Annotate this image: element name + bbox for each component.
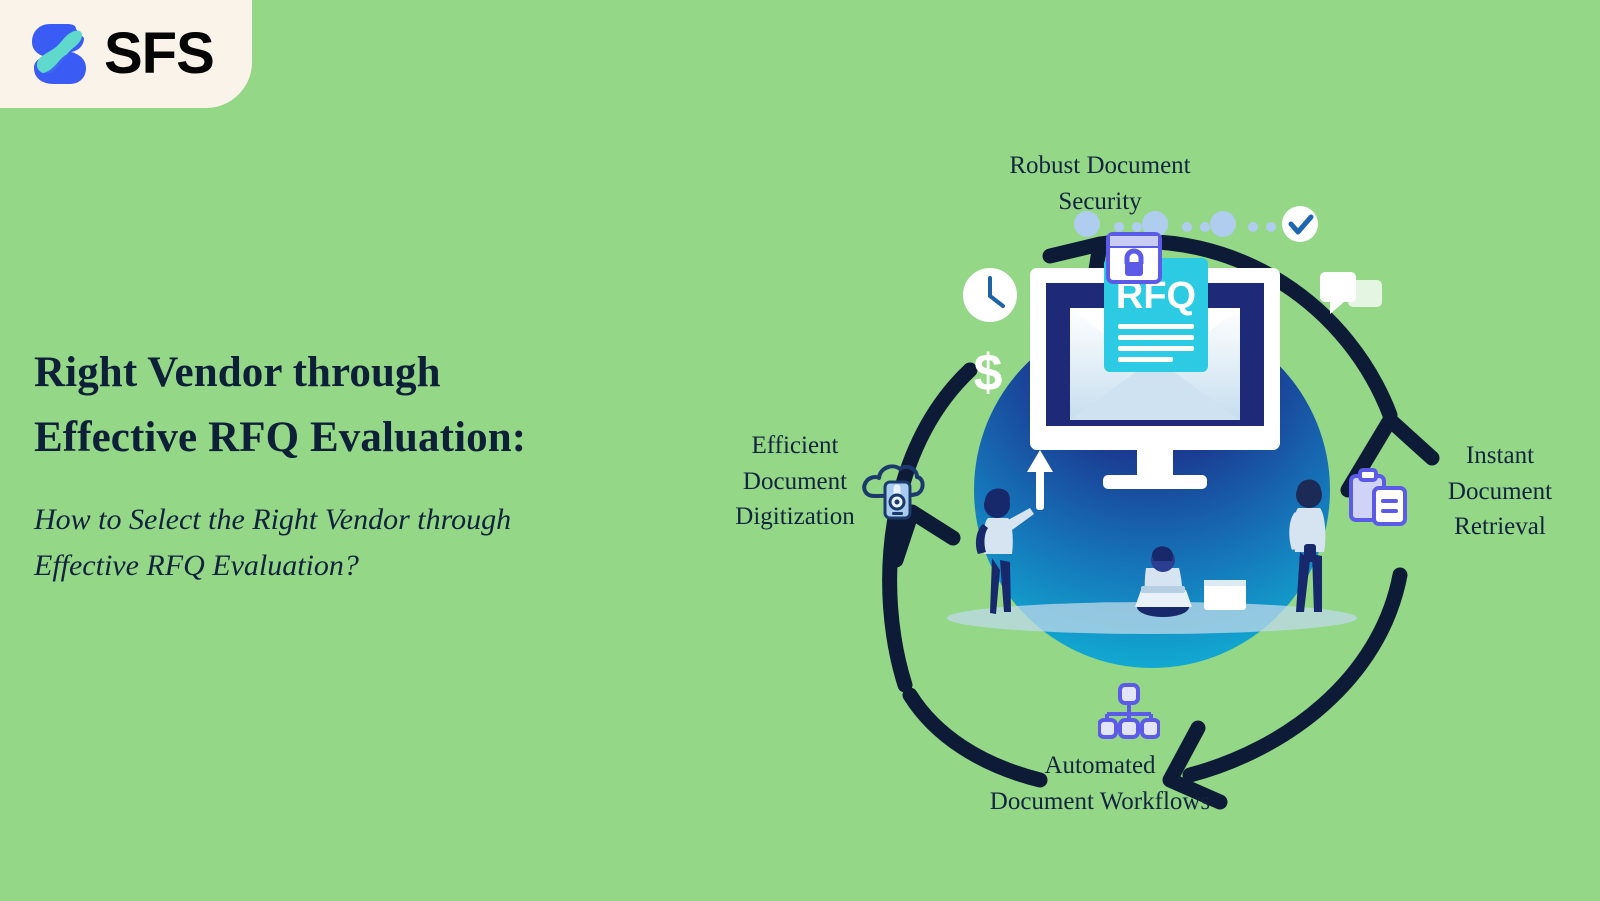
headline-line-1: Right Vendor through — [34, 349, 441, 396]
subheadline-line-1: How to Select the Right Vendor through — [34, 502, 512, 536]
cycle-label-robust-document-security: Robust Document Security — [1009, 152, 1191, 215]
cycle-label-automated-document-workflows: Automated Document Workflows — [989, 752, 1211, 815]
cycle-label-efficient-document-digitization: Efficient Document Digitization — [735, 432, 855, 530]
headline-block: Right Vendor through Effective RFQ Evalu… — [34, 340, 634, 590]
brand-logo-panel[interactable]: SFS — [0, 0, 252, 108]
arrow-path-top — [882, 362, 978, 693]
cycle-icon-top — [1105, 230, 1163, 293]
cloud-mobile-scan-icon — [862, 464, 925, 520]
arrowhead-left-icon — [888, 504, 961, 568]
floor-shadow — [947, 602, 1357, 634]
subheadline-line-2: Effective RFQ Evaluation? — [34, 549, 359, 583]
rfq-email-illustration: $ — [947, 206, 1382, 634]
cycle-graphic: $ — [882, 206, 1440, 810]
dollar-sign-icon: $ — [974, 344, 1003, 402]
sfs-s-logo-icon — [32, 24, 86, 84]
progress-dots-check-icon — [1074, 211, 1276, 237]
cycle-icon-right — [1348, 468, 1408, 531]
chat-bubbles-icon — [1320, 272, 1382, 314]
person-standing-right — [1289, 479, 1326, 612]
arrowhead-right-icon — [1340, 412, 1440, 498]
page-subtitle: How to Select the Right Vendor through E… — [34, 497, 634, 590]
arrowhead-bottom-icon — [1162, 720, 1228, 810]
laptop-box-icon — [1204, 580, 1246, 610]
cycle-label-instant-document-retrieval: Instant Document Retrieval — [1447, 442, 1553, 540]
person-sitting-laptop — [1135, 546, 1192, 617]
person-standing-left — [975, 488, 1034, 614]
headline-line-2: Effective RFQ Evaluation: — [34, 414, 527, 462]
clock-icon — [963, 268, 1017, 322]
cycle-arrowheads — [888, 236, 1440, 810]
brand-name: SFS — [104, 21, 215, 86]
clipboard-document-icon — [1349, 468, 1407, 526]
page-title: Right Vendor through Effective RFQ Evalu… — [34, 340, 634, 471]
document-lock-icon — [1106, 232, 1162, 284]
arrow-path-bottom — [1182, 567, 1408, 783]
arrow-path-left — [902, 687, 1048, 788]
check-circle-icon — [1282, 206, 1318, 242]
workflow-hierarchy-icon — [1097, 683, 1161, 739]
upward-arrow-icon — [1027, 450, 1053, 510]
cycle-icon-bottom — [1097, 682, 1161, 745]
cycle-icon-left — [860, 460, 926, 527]
cycle-diagram: $ — [700, 120, 1600, 880]
